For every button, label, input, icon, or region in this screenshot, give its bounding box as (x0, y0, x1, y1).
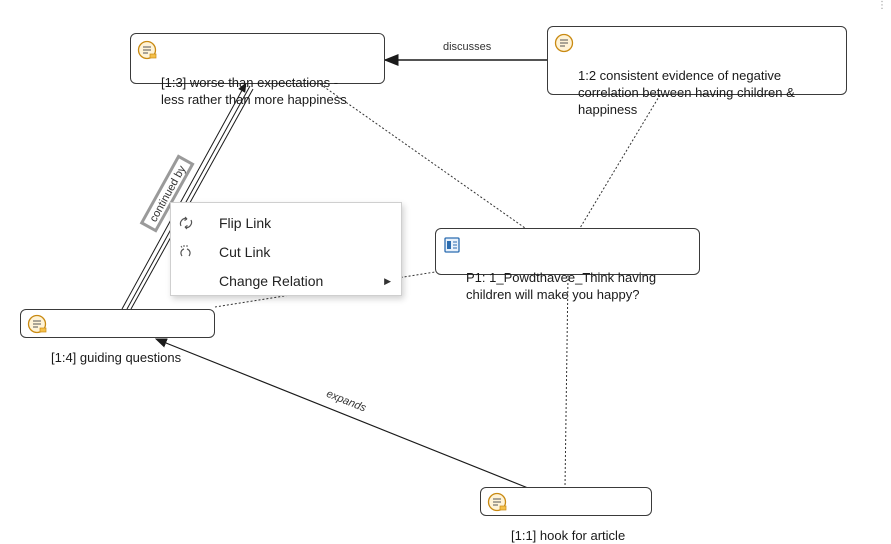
document-icon (444, 237, 460, 253)
link-p1-to-n13[interactable] (319, 83, 526, 229)
menu-item-change-relation[interactable]: Change Relation ▶ (171, 267, 401, 295)
node-label: [1:3] worse than expectations - less rat… (161, 75, 347, 107)
memo-quote-icon (137, 40, 157, 60)
link-label-expands: expands (325, 388, 369, 415)
menu-item-label: Flip Link (219, 215, 272, 231)
node-quote-1-3[interactable]: [1:3] worse than expectations - less rat… (130, 33, 385, 107)
scroll-indicator-icon: ⋮ (877, 0, 887, 11)
node-quote-1-1[interactable]: [1:1] hook for article (480, 487, 652, 543)
node-quote-1-2[interactable]: 1:2 consistent evidence of negative corr… (547, 26, 847, 117)
node-label: [1:1] hook for article (511, 528, 626, 543)
link-label-discusses: discusses (443, 41, 492, 53)
flip-link-icon (179, 216, 193, 230)
link-expands[interactable] (154, 338, 540, 497)
node-label: P1: 1_Powdthavee_Think having children w… (466, 270, 657, 302)
link-p1-to-n11[interactable] (564, 274, 569, 488)
node-label: 1:2 consistent evidence of negative corr… (578, 68, 795, 117)
node-label: [1:4] guiding questions (51, 350, 182, 365)
memo-quote-icon (487, 492, 507, 512)
node-quote-1-4[interactable]: [1:4] guiding questions (20, 309, 215, 365)
menu-item-cut-link[interactable]: Cut Link (171, 238, 401, 266)
node-document-p1[interactable]: P1: 1_Powdthavee_Think having children w… (435, 228, 700, 302)
cut-link-icon (180, 245, 191, 257)
link-p1-to-n12[interactable] (579, 94, 661, 229)
menu-item-label: Cut Link (219, 244, 271, 260)
submenu-arrow-icon: ▶ (384, 276, 391, 286)
menu-item-label: Change Relation (219, 273, 324, 289)
menu-item-flip-link[interactable]: Flip Link (171, 209, 401, 237)
memo-quote-icon (27, 314, 47, 334)
link-context-menu: Flip Link Cut Link Change Relation ▶ (170, 202, 402, 296)
memo-quote-icon (554, 33, 574, 53)
link-continued-by[interactable] (121, 82, 254, 310)
